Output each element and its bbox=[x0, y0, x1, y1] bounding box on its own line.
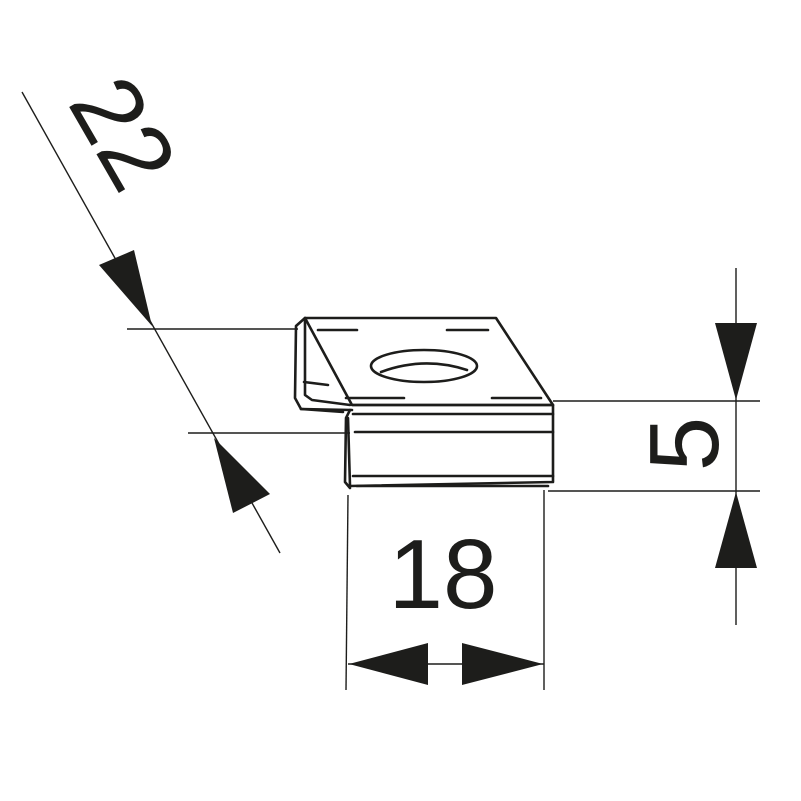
width-ext-line-left bbox=[345, 494, 349, 691]
depth-dimension-label: 22 bbox=[49, 58, 199, 207]
left-clip-inner bbox=[303, 316, 352, 407]
threaded-hole-inner bbox=[379, 362, 469, 374]
threaded-hole bbox=[369, 348, 479, 384]
front-wall-outline bbox=[346, 403, 555, 488]
arrowheads bbox=[99, 250, 757, 685]
left-clip-outline bbox=[293, 316, 345, 414]
height-arrow-top bbox=[715, 323, 757, 400]
width-arrow-right bbox=[462, 643, 543, 685]
cage-nut-part bbox=[293, 316, 555, 490]
width-arrow-left bbox=[349, 643, 428, 685]
depth-arrow-bottom bbox=[214, 438, 270, 513]
left-clip-bend bbox=[302, 380, 330, 387]
depth-arrow-top bbox=[99, 250, 152, 326]
width-dimension-label: 18 bbox=[388, 519, 497, 629]
height-dimension-label: 5 bbox=[629, 417, 739, 472]
left-clip-lower bbox=[343, 408, 352, 490]
left-clip-edge bbox=[299, 407, 354, 412]
height-arrow-bottom bbox=[715, 492, 757, 568]
